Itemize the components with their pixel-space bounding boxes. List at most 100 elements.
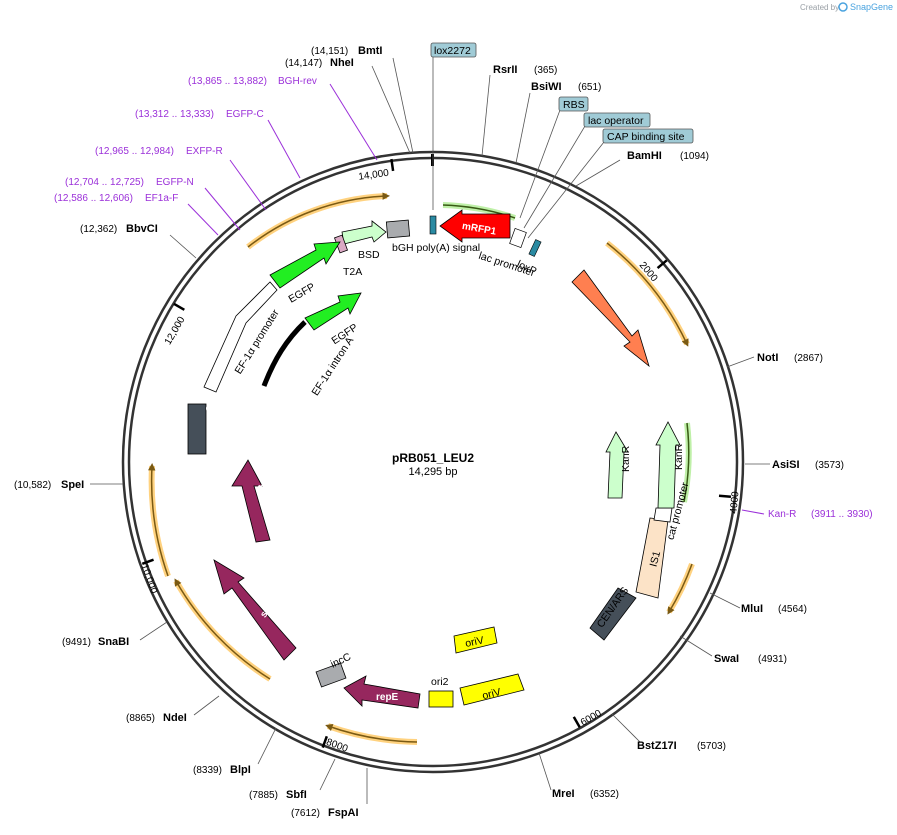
bgh-box bbox=[385, 219, 411, 239]
sopb-label: sopB bbox=[256, 483, 270, 509]
origin-marker bbox=[431, 154, 434, 166]
sopa-arrow bbox=[213, 559, 297, 661]
kanr-outer-label: KanR bbox=[673, 443, 685, 470]
tick-14000 bbox=[390, 158, 395, 172]
site-pos-noti: (2867) bbox=[794, 353, 823, 364]
primer-range-exfp-r: (12,965 .. 12,984) bbox=[95, 146, 174, 157]
site-pos-bstz17i: (5703) bbox=[697, 741, 726, 752]
site-name-bmti: BmtI bbox=[358, 45, 382, 57]
t2a-label: T2A bbox=[343, 266, 362, 278]
cap-binding-site-label: CAP binding site bbox=[607, 131, 685, 143]
oriv-outer-box bbox=[459, 673, 525, 706]
plasmid-name: pRB051_LEU2 bbox=[392, 451, 474, 465]
orf-3-line bbox=[683, 422, 690, 503]
ef1a-promoter-arrow bbox=[203, 281, 278, 393]
site-pos-swai: (4931) bbox=[758, 654, 787, 665]
mrfp1-arrow bbox=[439, 209, 511, 243]
primer-name-kan-r: Kan-R bbox=[768, 509, 796, 520]
tick-label-6000: 6000 bbox=[579, 708, 604, 729]
site-name-snabi: SnaBI bbox=[98, 636, 129, 648]
site-name-swai: SwaI bbox=[714, 653, 739, 665]
oriv-outer-label: oriV bbox=[481, 686, 502, 702]
oriv-inner-box bbox=[453, 626, 498, 654]
sopb-arrow bbox=[231, 459, 271, 543]
site-name-mlui: MluI bbox=[741, 603, 763, 615]
primer-name-egfp-c: EGFP-C bbox=[226, 109, 264, 120]
site-name-ndei: NdeI bbox=[163, 712, 187, 724]
tick-label-8000: 8000 bbox=[325, 737, 350, 755]
site-name-rsrii: RsrII bbox=[493, 64, 517, 76]
orf-5 bbox=[326, 723, 418, 745]
site-name-noti: NotI bbox=[757, 352, 778, 364]
site-pos-sbfi: (7885) bbox=[249, 790, 278, 801]
primer-range-egfp-c: (13,312 .. 13,333) bbox=[135, 109, 214, 120]
site-pos-blpi: (8339) bbox=[193, 765, 222, 776]
egfp-inner-arrow bbox=[304, 292, 362, 331]
sopc-box bbox=[187, 403, 207, 455]
tick-label-12000: 12,000 bbox=[163, 315, 188, 347]
site-pos-mlui: (4564) bbox=[778, 604, 807, 615]
bsd-label: BSD bbox=[358, 249, 380, 261]
egfp-outer-arrow bbox=[269, 241, 341, 289]
bgh-label: bGH poly(A) signal bbox=[392, 242, 480, 254]
site-name-nhei: NheI bbox=[330, 57, 354, 69]
lox2272-label: lox2272 bbox=[434, 45, 471, 57]
sopc-label: sopC bbox=[205, 405, 216, 430]
lac-promoter-box bbox=[509, 227, 527, 249]
sopa-label: sopA bbox=[258, 593, 281, 620]
cap-binding-site-box bbox=[602, 128, 694, 144]
site-name-blpi: BlpI bbox=[230, 764, 251, 776]
primer-leader-lines bbox=[187, 83, 765, 515]
site-name-bamhi: BamHI bbox=[627, 150, 662, 162]
site-pos-fspai: (7612) bbox=[291, 808, 320, 819]
primer-range-bgh-rev: (13,865 .. 13,882) bbox=[188, 76, 267, 87]
kanr-inner-arrow bbox=[605, 431, 629, 499]
leu2-arrow bbox=[571, 269, 650, 368]
ori2-label: ori2 bbox=[431, 676, 449, 688]
site-name-spei: SpeI bbox=[61, 479, 84, 491]
site-name-bstz17i: BstZ17I bbox=[637, 740, 677, 752]
lox2272-box bbox=[430, 42, 477, 58]
primer-name-egfp-n: EGFP-N bbox=[156, 177, 194, 188]
orf-2-line bbox=[606, 242, 689, 347]
tick-label-10000: 10,000 bbox=[138, 563, 159, 596]
site-name-asisi: AsiSI bbox=[772, 459, 800, 471]
tick-label-14000: 14,000 bbox=[358, 168, 390, 183]
lox2272-mark bbox=[429, 215, 437, 235]
site-pos-nhei: (14,147) bbox=[285, 58, 322, 69]
primer-name-ef1a-f: EF1a-F bbox=[145, 193, 178, 204]
lac-operator-box bbox=[583, 112, 651, 128]
tick-6000 bbox=[572, 716, 581, 728]
credit-brand: SnapGene bbox=[850, 2, 893, 12]
primer-name-bgh-rev: BGH-rev bbox=[278, 76, 317, 87]
tick-12000 bbox=[173, 302, 185, 311]
egfp-outer-label: EGFP bbox=[286, 281, 317, 306]
primer-name-exfp-r: EXFP-R bbox=[186, 146, 223, 157]
repe-arrow bbox=[343, 675, 421, 709]
cen-ars-box bbox=[589, 587, 637, 641]
orf-5-line bbox=[325, 723, 418, 743]
tick-10000 bbox=[141, 558, 154, 565]
kanr-outer-arrow bbox=[655, 421, 681, 509]
primer-range-ef1a-f: (12,586 .. 12,606) bbox=[54, 193, 133, 204]
restriction-sites: (14,151) BmtI (14,147) NheI RsrII (365) … bbox=[14, 45, 844, 819]
tick-4000 bbox=[718, 494, 732, 499]
orf-8-line bbox=[442, 204, 516, 219]
site-pos-snabi: (9491) bbox=[62, 637, 91, 648]
is1-label: IS1 bbox=[648, 550, 664, 568]
incc-box bbox=[315, 662, 347, 688]
orf-arrows bbox=[148, 192, 695, 745]
oriv-inner-label: oriV bbox=[464, 634, 485, 650]
repe-label: repE bbox=[376, 692, 399, 703]
site-leader-lines bbox=[90, 57, 770, 804]
site-pos-bsiwi: (651) bbox=[578, 82, 601, 93]
orf-6-line bbox=[174, 578, 271, 680]
features: mRFP1 loxP lac promoter bGH poly(A) sign… bbox=[187, 209, 692, 709]
orf-7-line bbox=[148, 463, 169, 577]
credit-text: Created by bbox=[800, 3, 839, 12]
primers: (13,865 .. 13,882) BGH-rev (13,312 .. 13… bbox=[54, 76, 873, 520]
ori2-box bbox=[428, 690, 454, 708]
primer-range-kan-r: (3911 .. 3930) bbox=[811, 509, 873, 520]
